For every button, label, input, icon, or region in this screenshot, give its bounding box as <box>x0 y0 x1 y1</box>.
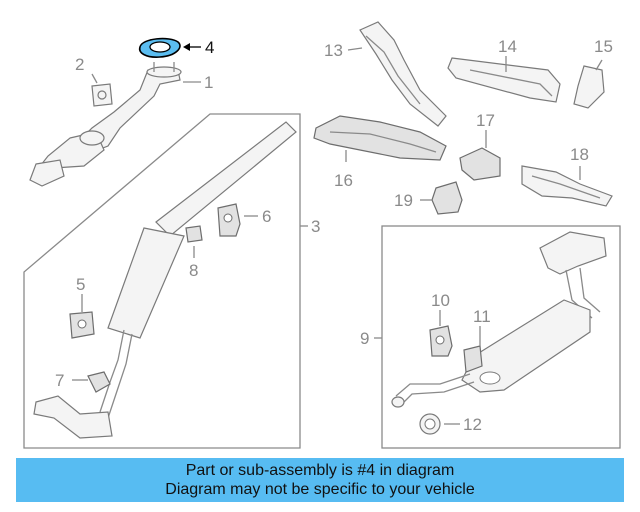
callout-9: 9 <box>360 329 369 348</box>
part-14-heat-shield[interactable] <box>447 56 561 103</box>
part-17-hanger[interactable] <box>459 130 501 181</box>
part-2-flange-gasket[interactable] <box>91 73 113 107</box>
part-11-hanger[interactable] <box>463 326 483 373</box>
part-3-muffler-assembly[interactable] <box>33 121 297 439</box>
callout-18: 18 <box>570 145 589 164</box>
callout-2: 2 <box>75 55 84 74</box>
part-10-insulator[interactable] <box>429 310 453 357</box>
part-3-assembly-outline <box>23 113 308 449</box>
callout-7: 7 <box>55 371 64 390</box>
callout-17: 17 <box>476 111 495 130</box>
callout-12: 12 <box>463 415 482 434</box>
part-19-insulator[interactable] <box>420 181 463 215</box>
caption-line-2: Diagram may not be specific to your vehi… <box>165 481 475 498</box>
callout-6: 6 <box>262 207 271 226</box>
callout-4: 4 <box>205 38 214 57</box>
callout-15: 15 <box>594 37 613 56</box>
part-7-clamp[interactable] <box>72 371 111 393</box>
part-16-heat-shield[interactable] <box>313 115 447 162</box>
callout-14: 14 <box>498 37 517 56</box>
callout-13: 13 <box>324 41 343 60</box>
part-9-assembly-outline <box>374 225 621 449</box>
part-8-hanger[interactable] <box>185 225 203 258</box>
part-4-gasket[interactable] <box>138 37 201 58</box>
caption-line-1: Part or sub-assembly is #4 in diagram <box>185 462 455 479</box>
part-18-heat-shield[interactable] <box>521 165 613 207</box>
part-15-bracket[interactable] <box>573 59 605 109</box>
callout-5: 5 <box>76 275 85 294</box>
part-5-hanger[interactable] <box>69 294 95 339</box>
callout-10: 10 <box>431 291 450 310</box>
part-12-clamp[interactable] <box>419 413 460 435</box>
callout-16: 16 <box>334 171 353 190</box>
vehicle-fit-caption: Part or sub-assembly is #4 in diagram Di… <box>16 458 624 502</box>
callout-8: 8 <box>189 261 198 280</box>
callout-1: 1 <box>204 73 213 92</box>
part-9-muffler-assembly[interactable] <box>391 231 607 408</box>
part-1-front-pipe[interactable] <box>29 62 201 187</box>
part-13-heat-shield[interactable] <box>347 21 447 127</box>
callout-19: 19 <box>394 191 413 210</box>
callout-11: 11 <box>473 307 491 326</box>
callout-3: 3 <box>311 217 320 236</box>
part-6-insulator[interactable] <box>217 203 258 237</box>
